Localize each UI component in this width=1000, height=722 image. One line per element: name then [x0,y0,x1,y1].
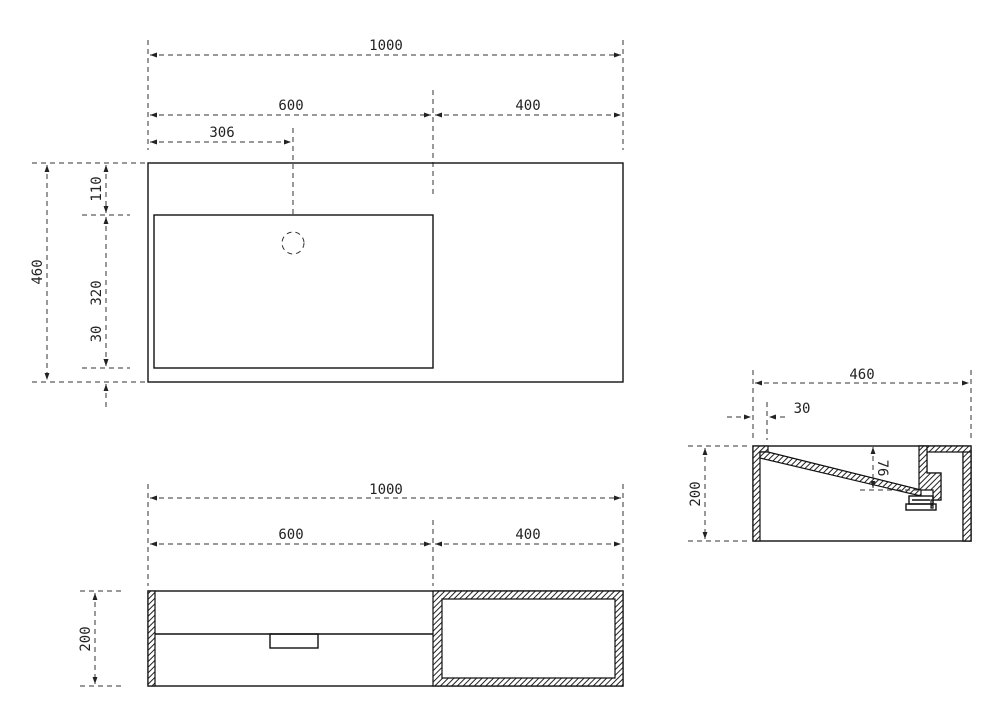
top-outline [147,162,624,383]
dim-side-wall: 30 [794,401,811,417]
front-drain-slot [269,633,319,649]
dim-side-height: 200 [688,481,704,506]
dim-top-total: 1000 [369,38,403,54]
dim-basin-depth: 320 [89,280,105,305]
dim-depth-total: 460 [30,259,46,284]
front-view: 1000 600 400 200 [78,482,624,687]
dim-top-left: 600 [278,98,303,114]
dim-front-margin: 110 [89,176,105,201]
front-right-frame [432,590,624,687]
dim-side-total: 460 [849,367,874,383]
top-basin [153,214,434,369]
dim-drain-offset: 306 [209,125,234,141]
side-left-wall [752,445,769,542]
dim-front-height: 200 [78,626,94,651]
dim-top-right: 400 [515,98,540,114]
drain-circle [281,231,305,255]
dim-back-margin: 30 [89,326,105,343]
top-view: 1000 600 400 306 460 110 320 30 [30,38,624,408]
dim-side-slope: 76 [874,460,890,477]
side-view: 460 30 76 200 [688,367,972,542]
side-slope [759,451,922,497]
front-outline [147,590,624,687]
dim-front-right: 400 [515,527,540,543]
front-left-wall [147,590,156,687]
dim-front-left: 600 [278,527,303,543]
dim-front-total: 1000 [369,482,403,498]
